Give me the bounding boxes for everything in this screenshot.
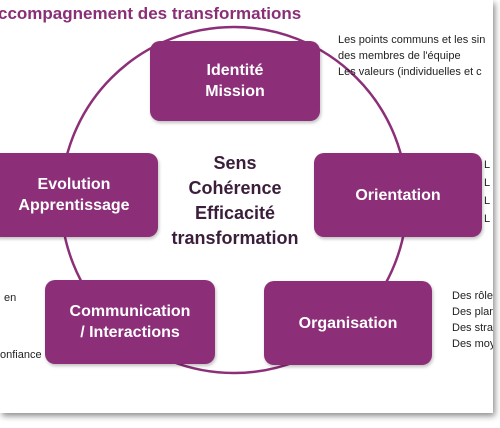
center-text: Sens Cohérence Efficacité transformation <box>150 151 320 251</box>
box-communication-line-2: / Interactions <box>80 324 180 341</box>
box-identite-line-1: Identité <box>206 62 264 79</box>
note-orientation-line-1: L <box>484 159 491 171</box>
note-organisation-line-3: Des strat <box>452 322 493 334</box>
note-organisation-line-4: Des moy <box>452 338 493 350</box>
center-line-sens: Sens <box>213 153 257 173</box>
note-organisation: Des rôles Des plan Des strat Des moy <box>452 288 493 352</box>
note-organisation-line-1: Des rôles <box>452 290 493 302</box>
note-left-confiance: onfiance <box>0 349 42 361</box>
box-organisation-line-1: Organisation <box>298 314 398 332</box>
page-title: ccompagnement des transformations <box>0 4 302 23</box>
box-communication: Communication / Interactions <box>45 280 215 364</box>
box-orientation: Orientation <box>314 153 482 237</box>
note-orientation-line-3: L <box>484 195 491 207</box>
box-organisation: Organisation <box>264 281 432 365</box>
box-evolution: Evolution Apprentissage <box>0 153 158 237</box>
note-identite-line-2: des membres de l'équipe <box>338 50 461 62</box>
note-orientation-line-4: L <box>484 213 491 225</box>
note-organisation-line-2: Des plan <box>452 306 493 318</box>
box-orientation-line-1: Orientation <box>355 186 441 204</box>
center-line-efficacite: Efficacité <box>194 203 276 223</box>
box-evolution-line-2: Apprentissage <box>18 197 130 214</box>
box-identite-mission: Identité Mission <box>150 41 320 121</box>
slide: ccompagnement des transformations Sens C… <box>0 4 493 375</box>
note-orientation: L L L L <box>484 156 490 228</box>
box-communication-line-1: Communication <box>69 303 191 320</box>
note-identite-line-1: Les points communs et les sin <box>338 34 486 46</box>
box-evolution-line-1: Evolution <box>37 176 111 193</box>
center-line-coherence: Cohérence <box>188 178 282 198</box>
center-line-transformation: transformation <box>171 228 299 248</box>
note-identite-line-3: Les valeurs (individuelles et c <box>338 66 482 78</box>
note-left-en: en <box>4 292 17 304</box>
box-identite-line-2: Mission <box>205 83 265 100</box>
note-orientation-line-2: L <box>484 177 491 189</box>
note-identite: Les points communs et les sin des membre… <box>338 32 485 80</box>
